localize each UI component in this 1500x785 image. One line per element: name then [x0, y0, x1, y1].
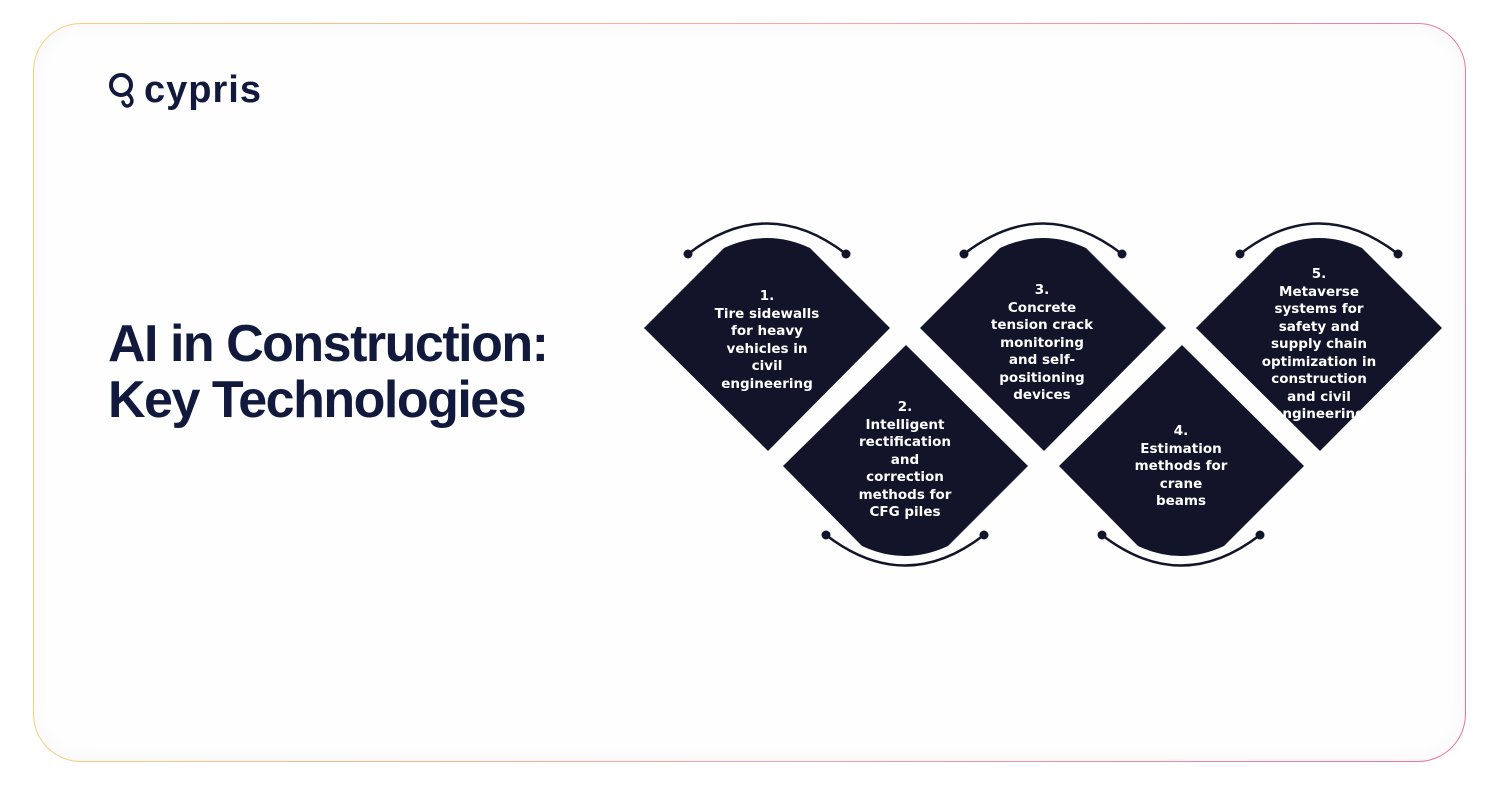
step-5-number: 5.	[1311, 266, 1327, 282]
step-1-arc-dot-right	[841, 249, 851, 259]
step-2-arc-dot-left	[821, 530, 831, 540]
step-3-arc-dot-right	[1117, 249, 1127, 259]
step-2-text: Intelligent rectification and correction…	[858, 416, 952, 521]
step-3-shape	[920, 222, 1166, 451]
brand-name: cypris	[144, 69, 262, 111]
step-5-arc-dot-left	[1235, 249, 1245, 259]
step-4-text: Estimation methods for crane beams	[1134, 440, 1228, 510]
step-3-arc	[963, 222, 1123, 255]
step-4-arc-dot-right	[1255, 530, 1265, 540]
step-4-label: 4. Estimation methods for crane beams	[1133, 423, 1229, 511]
step-1-number: 1.	[759, 288, 775, 304]
cypris-logo-icon	[109, 73, 134, 108]
step-1-arc-dot-left	[683, 249, 693, 259]
title-line-2: Key Technologies	[108, 371, 527, 429]
step-1-text: Tire sidewalls for heavy vehicles in civ…	[714, 305, 820, 392]
step-5-arc	[1239, 222, 1399, 255]
step-4-arc	[1101, 534, 1261, 567]
step-1-shape	[644, 222, 890, 451]
step-5-arc-dot-right	[1393, 249, 1403, 259]
step-4-arc-dot-left	[1097, 530, 1107, 540]
page-title: AI in Construction: Key Technologies	[108, 315, 549, 429]
cypris-logo: cypris	[108, 68, 262, 112]
step-4-shape	[1059, 345, 1304, 567]
step-3-arc-dot-left	[959, 249, 969, 259]
step-4-number: 4.	[1173, 423, 1189, 439]
step-2-label: 2. Intelligent rectification and correct…	[853, 399, 957, 522]
step-1-label: 1. Tire sidewalls for heavy vehicles in …	[711, 288, 823, 393]
step-5-shape	[1196, 222, 1442, 451]
step-2-arc-dot-right	[979, 530, 989, 540]
step-5-label: 5. Metaverse systems for safety and supp…	[1256, 266, 1382, 424]
step-3-label: 3. Concrete tension crack monitoring and…	[986, 282, 1098, 405]
step-3-text: Concrete tension crack monitoring and se…	[990, 299, 1094, 404]
step-1-arc	[687, 222, 847, 255]
step-5-text: Metaverse systems for safety and supply …	[1261, 283, 1377, 423]
step-3-number: 3.	[1034, 282, 1050, 298]
step-2-arc	[825, 534, 985, 567]
step-2-number: 2.	[897, 399, 913, 415]
title-line-1: AI in Construction:	[108, 315, 549, 373]
step-2-shape	[783, 345, 1028, 567]
